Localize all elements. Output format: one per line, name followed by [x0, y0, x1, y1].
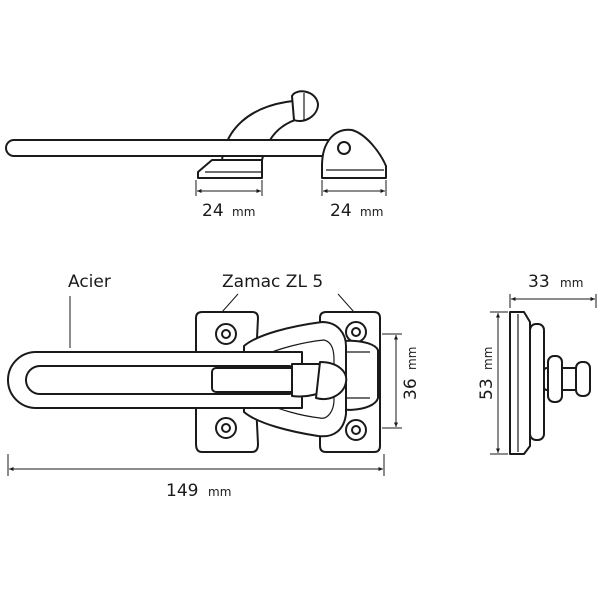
top-rod [5, 139, 349, 157]
dim-height-value: 36 [401, 378, 421, 400]
dim-side-height-unit: mm [481, 347, 495, 370]
dim-side-width-unit: mm [560, 276, 583, 290]
top-right-catch [321, 128, 387, 179]
dim-side-width-value: 33 [528, 272, 550, 292]
side-knob-collar [547, 355, 563, 403]
dim-top-left-unit: mm [232, 205, 255, 219]
right-bottom-screw-hole [351, 425, 361, 435]
dim-side-height-value: 53 [477, 378, 497, 400]
side-body [529, 323, 545, 441]
dim-height-unit: mm [405, 347, 419, 370]
left-bottom-screw-hole [221, 423, 231, 433]
dim-length-unit: mm [208, 485, 231, 499]
label-zamac: Zamac ZL 5 [222, 272, 323, 292]
dim-top-right-value: 24 [330, 201, 352, 221]
top-catch-pin [337, 141, 351, 155]
slide-pin-knob [315, 361, 348, 400]
label-acier: Acier [68, 272, 111, 292]
front-view: Acier Zamac ZL 5 [7, 272, 421, 501]
leader-zamac-left [221, 293, 239, 313]
dim-length-value: 149 [166, 481, 198, 501]
side-view: 33 mm 53 mm [477, 272, 597, 455]
left-top-screw-hole [221, 329, 231, 339]
dim-top-right-unit: mm [360, 205, 383, 219]
leader-zamac-right [337, 293, 355, 313]
top-left-base [197, 159, 263, 179]
top-view: 24 mm 24 mm [5, 90, 387, 221]
dim-top-left-value: 24 [202, 201, 224, 221]
slide-pin-shaft [211, 367, 303, 393]
side-plate [509, 311, 531, 455]
right-top-screw-hole [351, 327, 361, 337]
side-knob-end [575, 361, 591, 397]
top-arm-knob [291, 90, 319, 122]
